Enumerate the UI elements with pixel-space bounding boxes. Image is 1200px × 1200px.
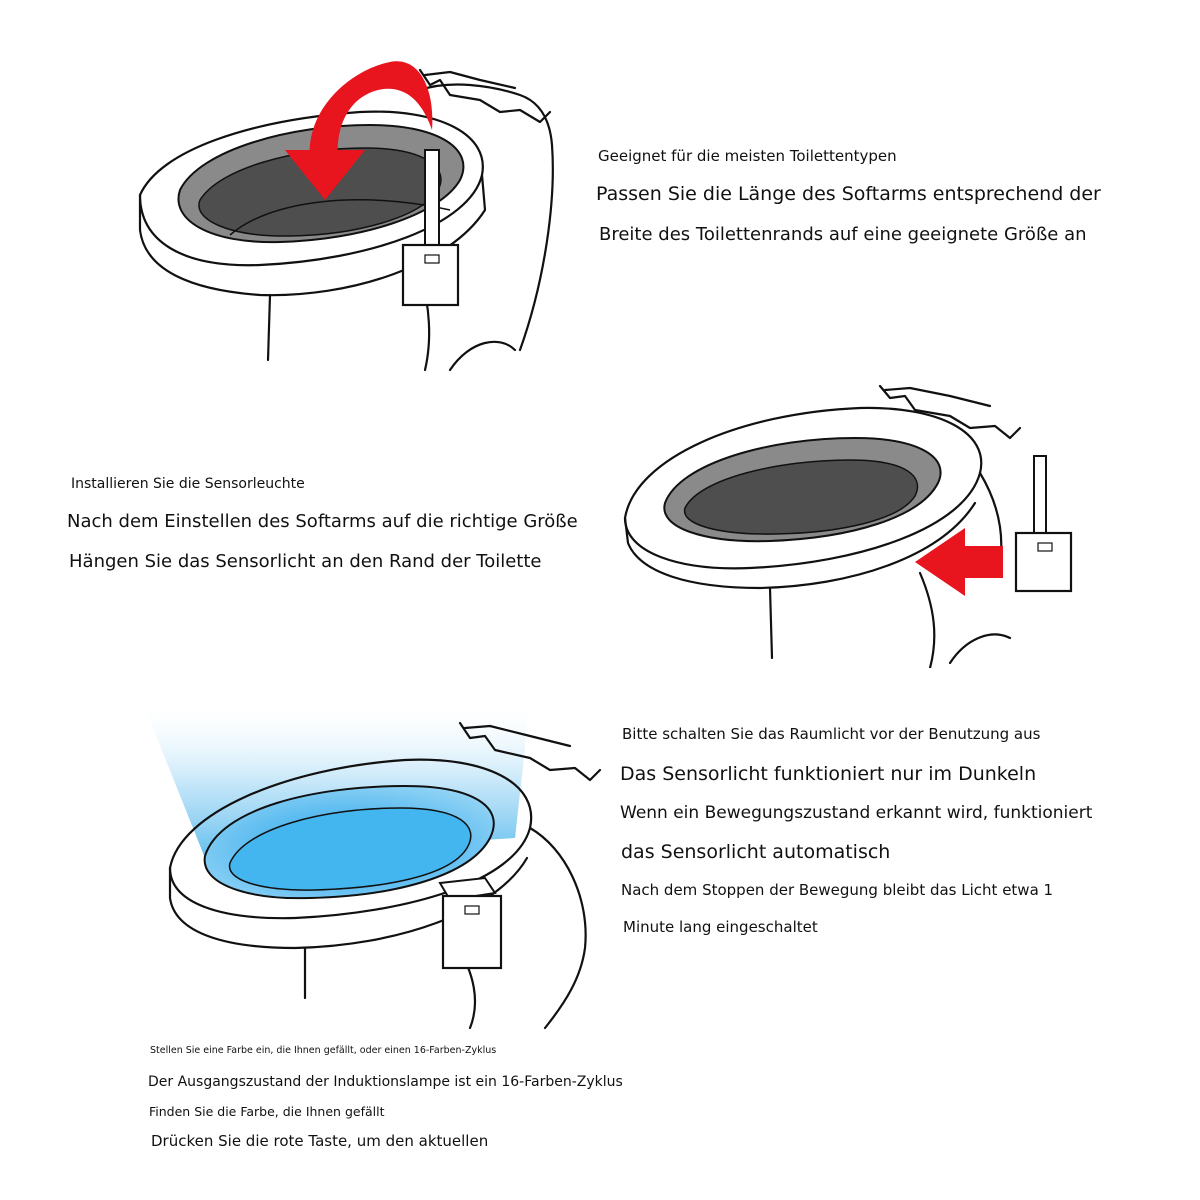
section3-line2: Wenn ein Bewegungszustand erkannt wird, … bbox=[620, 803, 1093, 823]
section2-line2: Hängen Sie das Sensorlicht an den Rand d… bbox=[69, 551, 542, 572]
section1-line2: Breite des Toilettenrands auf eine geeig… bbox=[599, 224, 1087, 245]
section3-line5: Minute lang eingeschaltet bbox=[623, 918, 818, 936]
section4-heading: Stellen Sie eine Farbe ein, die Ihnen ge… bbox=[150, 1045, 497, 1056]
toilet-illustration-hang-sensor bbox=[623, 384, 1073, 668]
section3-line4: Nach dem Stoppen der Bewegung bleibt das… bbox=[621, 881, 1054, 899]
section1-heading: Geeignet für die meisten Toilettentypen bbox=[598, 147, 897, 165]
section4-line3: Drücken Sie die rote Taste, um den aktue… bbox=[151, 1132, 489, 1150]
section4-line2: Finden Sie die Farbe, die Ihnen gefällt bbox=[149, 1104, 385, 1119]
section1-line1: Passen Sie die Länge des Softarms entspr… bbox=[596, 183, 1101, 205]
arrow-left-icon bbox=[915, 528, 1003, 596]
section3-heading: Bitte schalten Sie das Raumlicht vor der… bbox=[622, 725, 1041, 743]
section2-line1: Nach dem Einstellen des Softarms auf die… bbox=[67, 511, 578, 532]
toilet-illustration-adjust-arm bbox=[138, 61, 554, 372]
section4-line1: Der Ausgangszustand der Induktionslampe … bbox=[148, 1074, 623, 1090]
section2-heading: Installieren Sie die Sensorleuchte bbox=[71, 476, 305, 492]
section3-line3: das Sensorlicht automatisch bbox=[621, 841, 891, 863]
curved-arrow-down-icon bbox=[285, 61, 433, 200]
section3-line1: Das Sensorlicht funktioniert nur im Dunk… bbox=[620, 763, 1037, 785]
toilet-illustration-blue-light bbox=[145, 708, 602, 1030]
